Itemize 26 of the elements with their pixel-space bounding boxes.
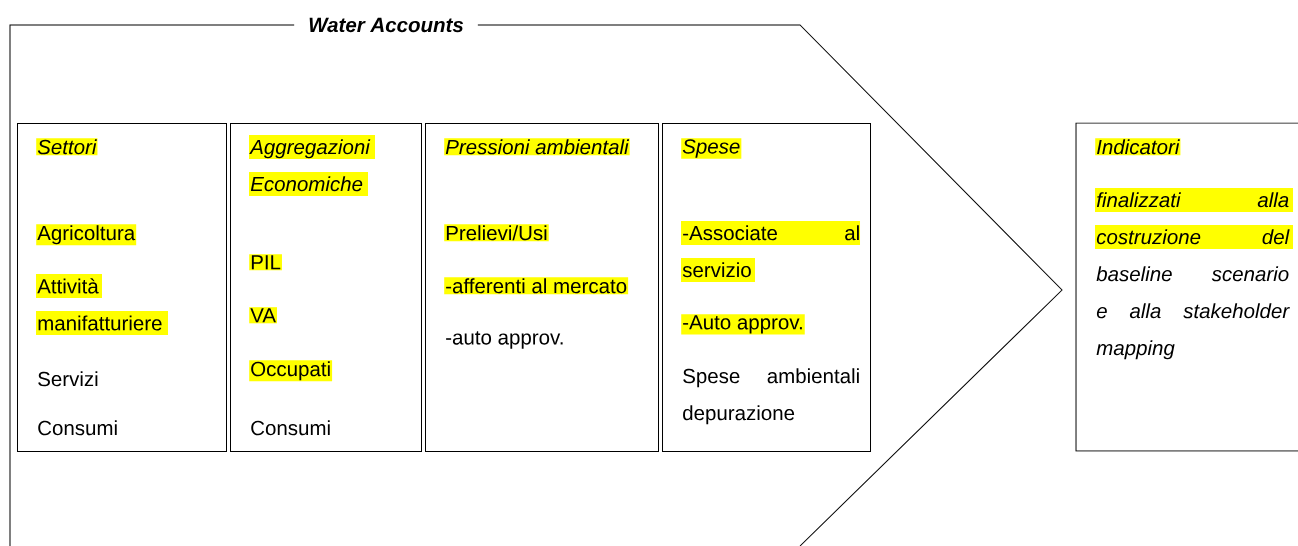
highlighted-heading: Aggregazioni Economiche (249, 139, 371, 192)
text-label: Consumi (38, 420, 117, 436)
highlighted-text: Agricoltura (36, 224, 137, 246)
column-box (662, 123, 871, 452)
highlighted-text: -Associate al servizio (682, 225, 859, 278)
highlighted-text: finalizzati alla costruzione del baseline scenario e alla stakeholder mapping (1096, 192, 1290, 360)
column-box (425, 123, 659, 452)
highlighted-heading: Indicatori (1095, 138, 1181, 156)
highlighted-text: Occupati (249, 360, 333, 382)
highlighted-text: Attività manifatturiere (37, 278, 162, 331)
highlighted-text: PIL (249, 254, 282, 271)
text-label: Spese ambientali depurazione (683, 368, 859, 425)
highlighted-heading: Pressioni ambientali (444, 138, 630, 156)
text-label: Consumi (251, 420, 330, 436)
highlighted-text: -afferenti al mercato (444, 277, 629, 295)
text-label: Servizi (38, 371, 98, 387)
frame-title: Water Accounts (294, 15, 478, 35)
column-box (17, 123, 227, 452)
highlighted-heading: Spese (681, 138, 742, 159)
highlighted-heading: Settori (36, 138, 98, 156)
highlighted-text: -Auto approv. (681, 314, 805, 335)
highlighted-text: Prelievi/Usi (444, 224, 549, 242)
highlighted-text: VA (249, 307, 278, 324)
text-label: -auto approv. (446, 331, 563, 349)
column-box (230, 123, 422, 452)
column-box (1075, 122, 1298, 452)
